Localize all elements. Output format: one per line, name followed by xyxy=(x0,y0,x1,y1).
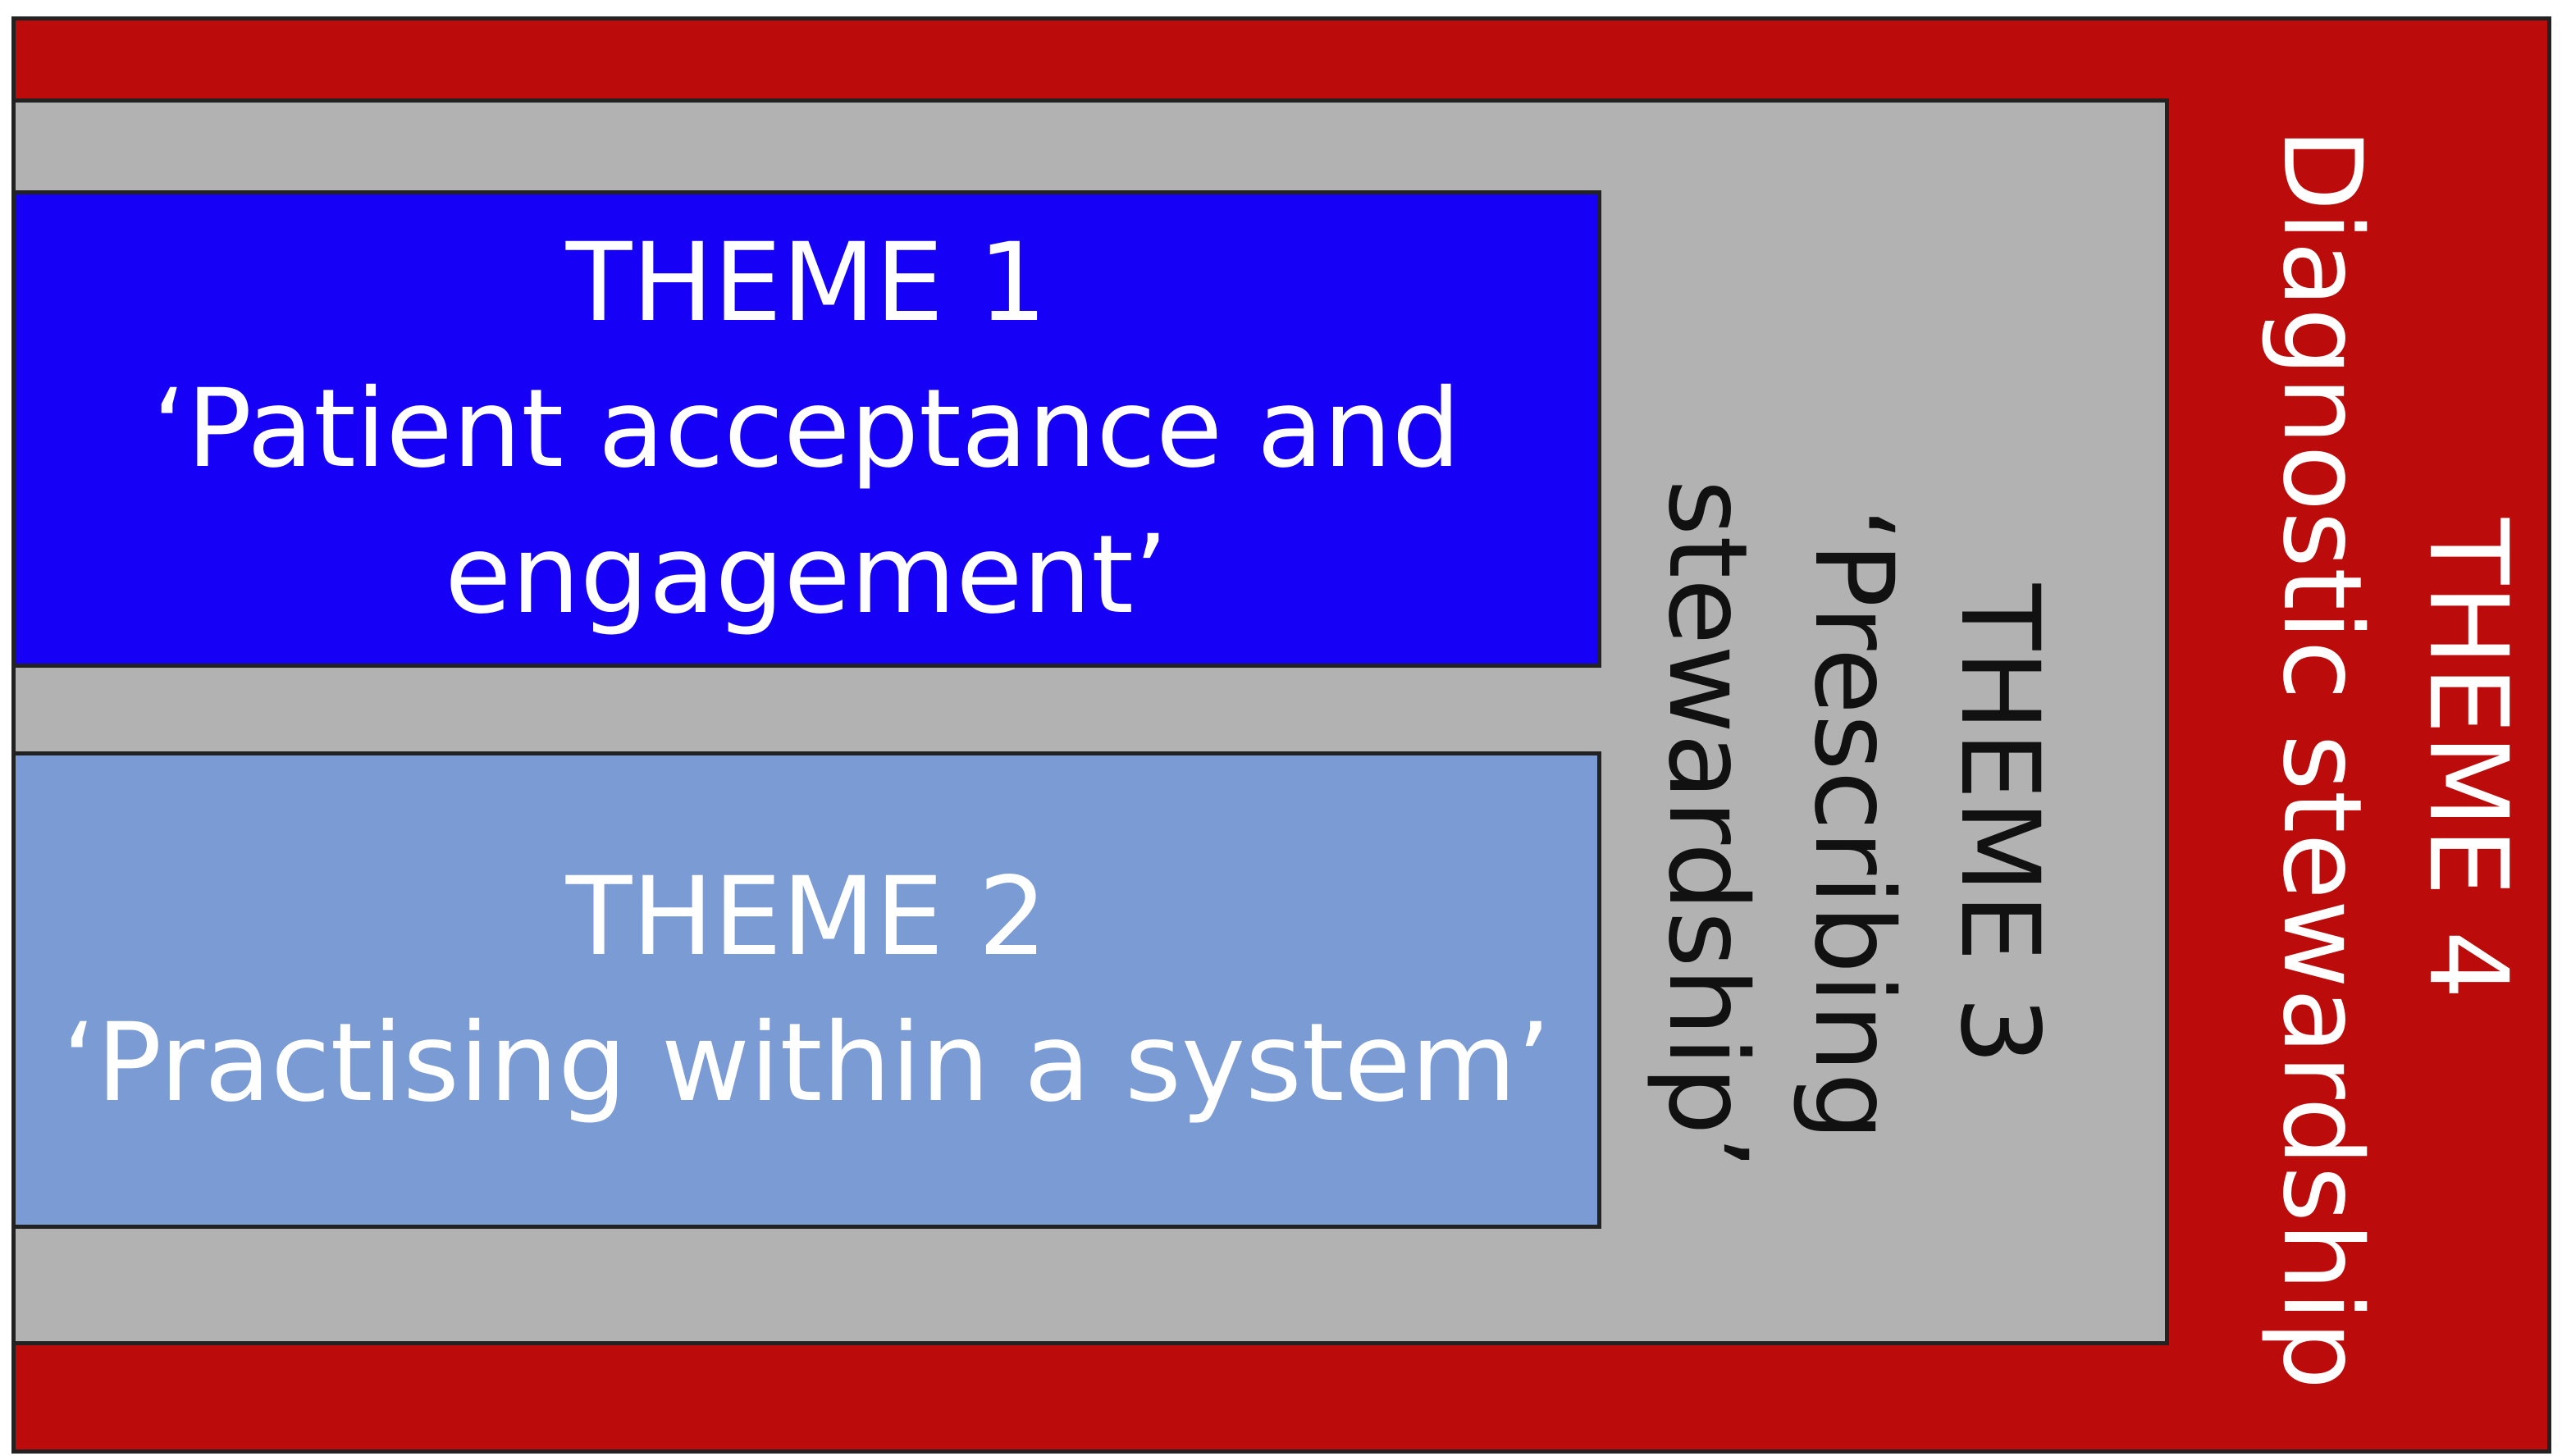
theme-4-title: THEME 4 xyxy=(2404,518,2531,1000)
theme-3-title: THEME 3 xyxy=(1936,583,2062,1066)
theme-1-name-line-1: ‘Patient acceptance and xyxy=(152,366,1461,492)
theme-4-label: THEME 4 Diagnostic stewardship xyxy=(2249,128,2541,1390)
theme-1-box: THEME 1 ‘Patient acceptance and engageme… xyxy=(11,190,1601,668)
theme-1-title: THEME 1 xyxy=(565,220,1048,346)
theme-2-label: THEME 2 ‘Practising within a system’ xyxy=(16,755,1597,1225)
theme-3-name-line-2: stewardship’ xyxy=(1644,479,1770,1170)
theme-2-title: THEME 2 xyxy=(565,854,1048,980)
theme-3-label: THEME 3 ‘Prescribing stewardship’ xyxy=(1634,455,2072,1194)
theme-1-name-line-2: engagement’ xyxy=(445,512,1168,638)
theme-4-name-line-1: Diagnostic stewardship xyxy=(2258,127,2385,1390)
theme-1-label: THEME 1 ‘Patient acceptance and engageme… xyxy=(16,194,1597,664)
theme-2-name-line-1: ‘Practising within a system’ xyxy=(62,1000,1551,1126)
theme-3-name-line-1: ‘Prescribing xyxy=(1790,507,1916,1142)
theme-2-box: THEME 2 ‘Practising within a system’ xyxy=(11,751,1601,1229)
